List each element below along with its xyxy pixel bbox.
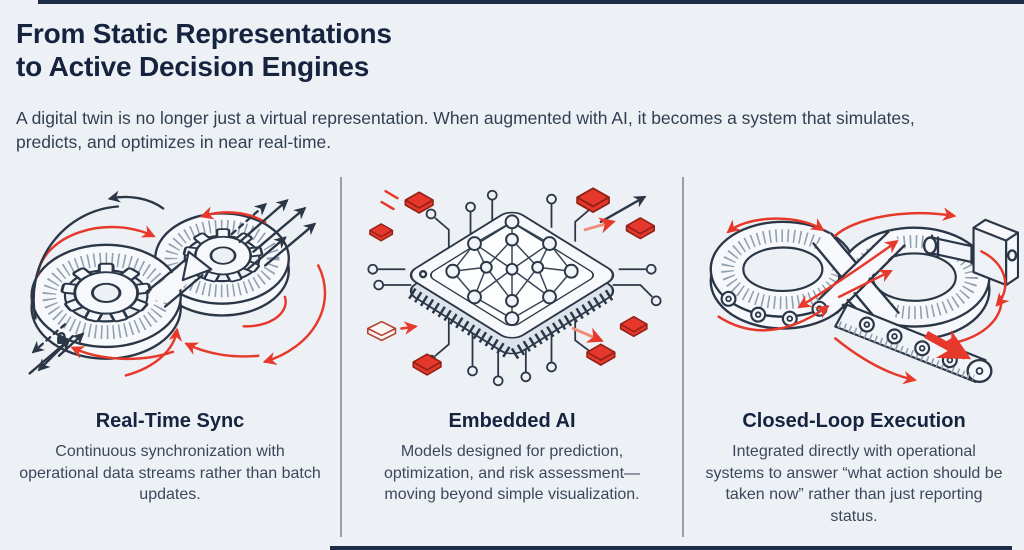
feature-column-closed-loop: Closed-Loop Execution Integrated directl… (684, 172, 1024, 544)
page-title: From Static Representations to Active De… (16, 17, 1000, 83)
column-description-closed-loop: Integrated directly with operational sys… (705, 443, 1003, 525)
data-packets (367, 187, 655, 376)
bracket-hole (1006, 249, 1018, 262)
bottom-border-rule (330, 546, 1012, 550)
outbound-arrows (230, 199, 317, 271)
chip-pin1-dot (418, 270, 428, 279)
top-border-rule (38, 0, 1024, 4)
ai-chip-svg (367, 187, 662, 387)
actuator-bracket (922, 218, 1019, 287)
sync-gears-svg (28, 190, 327, 377)
column-title-embedded-ai: Embedded AI (448, 410, 576, 432)
column-divider-right (682, 177, 684, 537)
red-flow-arrows (717, 207, 1010, 385)
column-description-real-time-sync: Continuous synchronization with operatio… (19, 443, 321, 504)
lock-icon (57, 332, 66, 344)
column-title-real-time-sync: Real-Time Sync (95, 410, 245, 432)
page-title-line1: From Static Representations (16, 18, 392, 49)
column-title-closed-loop: Closed-Loop Execution (742, 410, 966, 432)
infinity-belt-svg (709, 207, 1019, 385)
outline-envelope (367, 320, 418, 342)
inbound-arrows (28, 323, 85, 375)
interlock-ribbon (145, 250, 213, 308)
page-title-line2: to Active Decision Engines (16, 51, 370, 83)
page-header: From Static Representations to Active De… (0, 0, 1024, 155)
dark-loop-arcs (32, 190, 165, 320)
page-subtitle: A digital twin is no longer just a virtu… (16, 108, 915, 152)
feature-column-real-time-sync: Real-Time Sync Continuous synchronizatio… (0, 172, 340, 544)
sync-gears-illustration (8, 174, 332, 402)
column-description-embedded-ai: Models designed for prediction, optimiza… (383, 443, 641, 504)
infinity-belt-illustration (689, 174, 1019, 402)
chip-pins-left (408, 287, 514, 360)
thick-output-arrow (924, 330, 972, 360)
feature-columns: Real-Time Sync Continuous synchronizatio… (0, 172, 1024, 544)
ai-chip-illustration (354, 174, 670, 402)
neural-network (445, 214, 579, 327)
feature-column-embedded-ai: Embedded AI Models designed for predicti… (342, 172, 682, 544)
chip-pins-right (510, 287, 616, 360)
column-divider-left (340, 177, 342, 537)
